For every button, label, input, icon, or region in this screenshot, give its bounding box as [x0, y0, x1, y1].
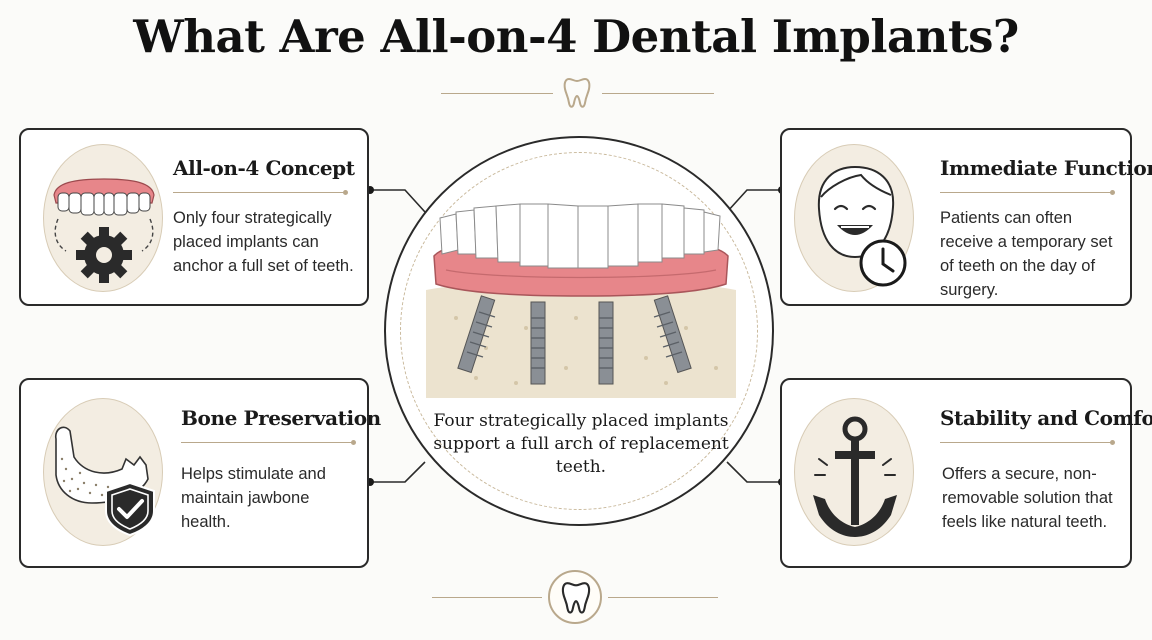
bottom-divider-right [608, 597, 718, 598]
card-immediate-function: Immediate Function Patients can often re… [780, 128, 1152, 306]
card-heading: Bone Preservation [181, 406, 381, 430]
page-title: What Are All-on-4 Dental Implants? [133, 10, 1019, 63]
bottom-divider-left [432, 597, 542, 598]
heading-rule [181, 440, 356, 445]
card-heading: All-on-4 Concept [173, 156, 355, 180]
center-illustration: Four strategically placed implants suppo… [384, 136, 774, 526]
top-divider-left [441, 93, 553, 94]
tooth-icon [561, 582, 591, 614]
smiling-face-clock-icon [794, 144, 914, 292]
card-heading: Stability and Comfort [940, 406, 1152, 430]
bottom-tooth-badge [548, 570, 602, 624]
card-body: Only four strategically placed implants … [173, 209, 354, 275]
card-all-on-4-concept: All-on-4 Concept Only four strategically… [19, 128, 369, 306]
card-bone-preservation: Bone Preservation Helps stimulate and ma… [19, 378, 381, 568]
implant-arch-illustration [426, 203, 736, 398]
heading-rule [940, 440, 1115, 445]
card-body: Offers a secure, non-removable solution … [942, 465, 1113, 531]
jawbone-shield-icon [43, 398, 163, 546]
center-caption: Four strategically placed implants suppo… [433, 411, 729, 477]
top-divider-right [602, 93, 714, 94]
card-heading: Immediate Function [940, 156, 1152, 180]
tooth-icon [563, 77, 591, 108]
card-stability-and-comfort: Stability and Comfort Offers a secure, n… [780, 378, 1152, 568]
center-inner-ring [400, 152, 758, 510]
anchor-icon [794, 398, 914, 546]
denture-gear-icon [43, 144, 163, 292]
card-body: Patients can often receive a temporary s… [940, 209, 1113, 299]
heading-rule [940, 190, 1115, 195]
card-body: Helps stimulate and maintain jawbone hea… [181, 465, 326, 531]
heading-rule [173, 190, 348, 195]
